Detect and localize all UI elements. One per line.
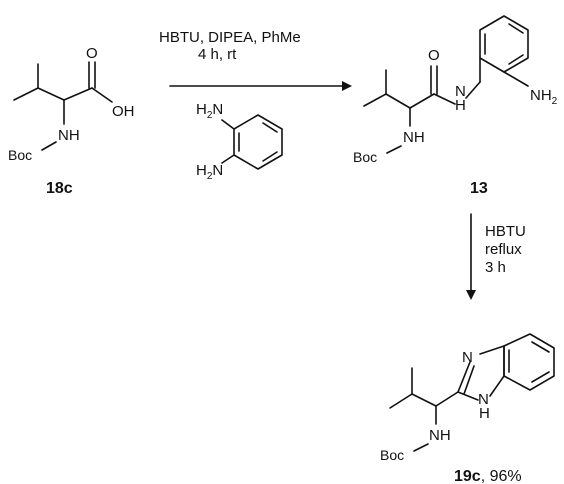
boc-label-13: Boc bbox=[353, 149, 377, 165]
compound-13: O H N NH Boc NH2 13 bbox=[353, 15, 558, 197]
atom-n-h-19c: N bbox=[478, 391, 489, 408]
atom-n-19c: N bbox=[462, 349, 473, 366]
arrowhead-right bbox=[342, 81, 352, 91]
compound-19c: N N H NH Boc 19c, 96% bbox=[380, 333, 555, 484]
yield-19c: , 96% bbox=[481, 468, 522, 484]
reagent-o-phenylenediamine: H2N H2N bbox=[196, 101, 283, 182]
conditions-2-line-3: 3 h bbox=[485, 259, 506, 276]
reaction-arrow-2: HBTU reflux 3 h bbox=[466, 213, 526, 300]
atom-o: O bbox=[86, 45, 98, 62]
conditions-2-line-1: HBTU bbox=[485, 223, 526, 240]
conditions-line-2: 4 h, rt bbox=[198, 46, 237, 63]
atom-nh2-13: NH2 bbox=[530, 87, 558, 107]
conditions-2-line-2: reflux bbox=[485, 241, 522, 258]
atom-h-amide: H bbox=[455, 97, 466, 114]
reaction-arrow-1: HBTU, DIPEA, PhMe 4 h, rt H2N H2N bbox=[159, 29, 352, 182]
compound-id-18c: 18c bbox=[46, 180, 73, 197]
h2n-top: H2N bbox=[196, 101, 223, 121]
atom-nh: NH bbox=[58, 127, 80, 144]
atom-o-13: O bbox=[428, 47, 440, 64]
h2n-bottom: H2N bbox=[196, 162, 223, 182]
conditions-line-1: HBTU, DIPEA, PhMe bbox=[159, 29, 301, 46]
atom-n-amide: N bbox=[455, 83, 466, 100]
arrowhead-down bbox=[466, 290, 476, 300]
compound-18c: O OH NH Boc 18c bbox=[8, 45, 135, 197]
atom-nh-13: NH bbox=[403, 129, 425, 146]
boc-label-19c: Boc bbox=[380, 447, 404, 463]
boc-label: Boc bbox=[8, 147, 32, 163]
compound-id-13: 13 bbox=[470, 180, 488, 197]
atom-nh-19c: NH bbox=[429, 427, 451, 444]
compound-id-19c: 19c, 96% bbox=[454, 468, 522, 484]
atom-h-19c: H bbox=[479, 405, 490, 422]
atom-oh: OH bbox=[112, 103, 135, 120]
